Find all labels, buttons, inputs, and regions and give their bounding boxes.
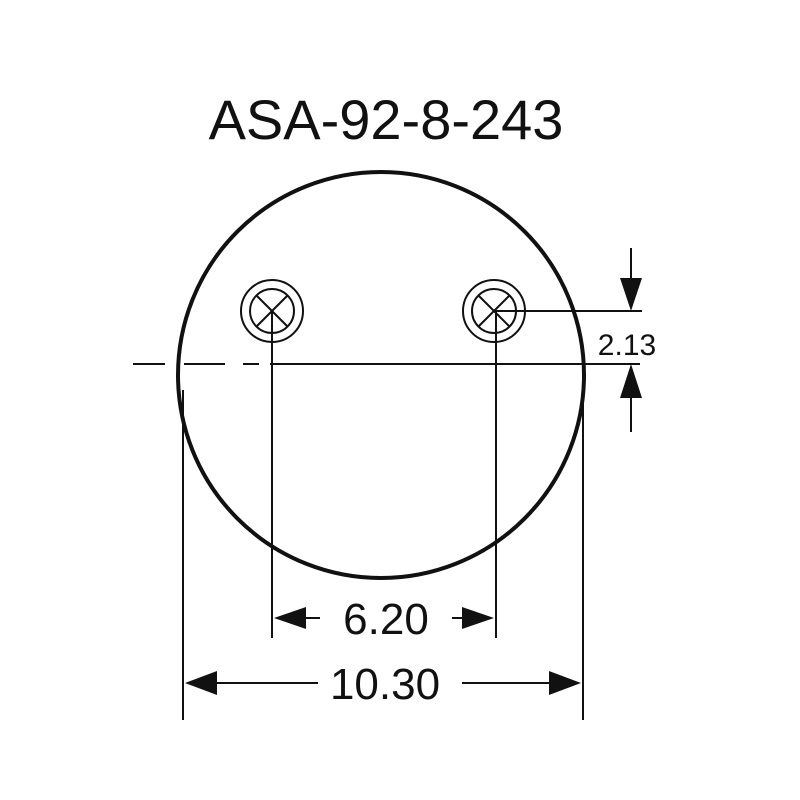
stud-offset-label: 2.13 (598, 329, 656, 362)
stud-spacing-dimension: 6.20 (274, 595, 494, 644)
part-number-title: ASA-92-8-243 (209, 88, 564, 151)
arrowhead-right (462, 607, 494, 629)
arrowhead-left (274, 607, 306, 629)
bead-plate-outline (176, 170, 586, 580)
overall-diameter-dimension: 10.30 (185, 660, 581, 709)
arrowhead-up (620, 364, 642, 398)
arrowhead-left (185, 671, 217, 695)
arrowhead-right (549, 671, 581, 695)
stud-spacing-label: 6.20 (343, 595, 429, 644)
extension-lines (182, 310, 642, 720)
stud-offset-dimension: 2.13 (598, 248, 656, 432)
overall-diameter-label: 10.30 (330, 660, 440, 709)
arrowhead-down (620, 278, 642, 311)
